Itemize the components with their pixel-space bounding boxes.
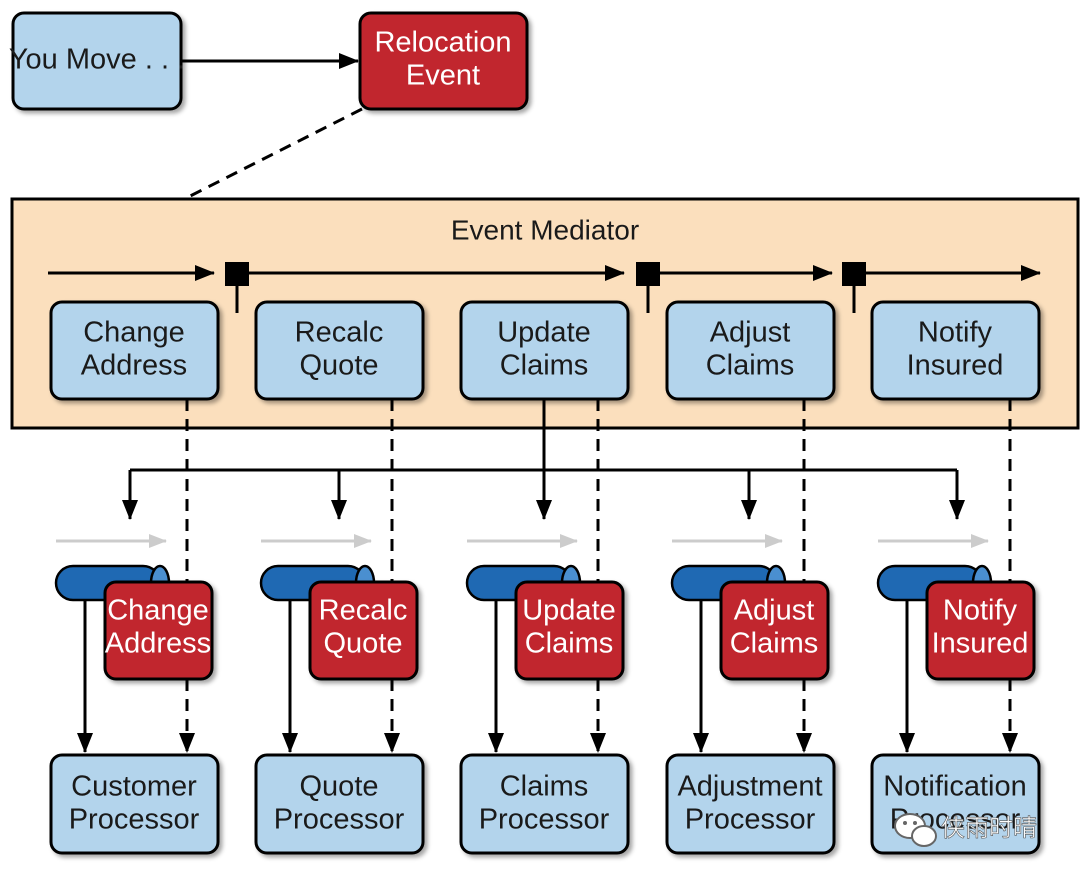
channel-label-line1: Adjust xyxy=(734,595,815,627)
processor-box-quote: Quote Processor xyxy=(254,753,425,855)
step-label-line2: Claims xyxy=(706,350,795,382)
step-label-line2: Quote xyxy=(300,350,379,382)
processor-label-line1: Customer xyxy=(71,771,197,803)
processor-box-adjustment: Adjustment Processor xyxy=(665,753,836,855)
processor-label-line1: Notification xyxy=(883,771,1026,803)
channel-label-line2: Claims xyxy=(730,628,819,660)
step-box-update-claims: Update Claims xyxy=(459,300,630,401)
channel-3: Update Claims xyxy=(465,564,625,681)
step-label-line1: Change xyxy=(83,317,185,349)
channel-label-line2: Claims xyxy=(525,628,614,660)
processor-label-line1: Claims xyxy=(500,771,589,803)
step-box-notify-insured: Notify Insured xyxy=(870,300,1041,401)
channel-label-line2: Insured xyxy=(932,628,1029,660)
step-label-line2: Address xyxy=(81,350,187,382)
step-label-line1: Adjust xyxy=(710,317,791,349)
start-box: You Move . . . xyxy=(9,11,185,111)
watermark: 侠雨时晴 xyxy=(894,813,1037,847)
mediator-flow xyxy=(48,262,1041,313)
step-label-line1: Update xyxy=(497,317,591,349)
start-box-label: You Move . . . xyxy=(9,44,185,76)
step-label-line1: Notify xyxy=(918,317,993,349)
distribution-arrows xyxy=(122,399,965,520)
gate-1 xyxy=(225,262,249,313)
channel-5: Notify Insured xyxy=(876,564,1036,681)
channel-label-line1: Change xyxy=(107,595,209,627)
processor-label-line1: Quote xyxy=(300,771,379,803)
processor-box-claims: Claims Processor xyxy=(459,753,630,855)
processor-box-customer: Customer Processor xyxy=(49,753,220,855)
relocation-event-box: Relocation Event xyxy=(358,11,529,111)
channel-2: Recalc Quote xyxy=(259,564,419,681)
processor-label-line2: Processor xyxy=(685,804,816,836)
step-box-change-address: Change Address xyxy=(49,300,220,401)
relocation-event-line1: Relocation xyxy=(374,27,511,59)
watermark-text: 侠雨时晴 xyxy=(941,814,1037,842)
channel-1: Change Address xyxy=(54,564,214,681)
step-label-line1: Recalc xyxy=(295,317,384,349)
relocation-event-line2: Event xyxy=(406,60,480,92)
step-label-line2: Claims xyxy=(500,350,589,382)
channel-label-line2: Address xyxy=(105,628,211,660)
channel-label-line2: Quote xyxy=(324,628,403,660)
gate-3 xyxy=(842,262,866,313)
event-mediator-title: Event Mediator xyxy=(451,214,639,245)
queue-to-processor-arrows xyxy=(77,600,915,753)
processor-label-line1: Adjustment xyxy=(677,771,822,803)
channel-4: Adjust Claims xyxy=(670,564,830,681)
step-label-line2: Insured xyxy=(907,350,1004,382)
channel-label-line1: Recalc xyxy=(319,595,408,627)
processor-label-line2: Processor xyxy=(69,804,200,836)
channel-label-line1: Notify xyxy=(943,595,1018,627)
processor-label-line2: Processor xyxy=(479,804,610,836)
gate-2 xyxy=(636,262,660,313)
step-box-adjust-claims: Adjust Claims xyxy=(665,300,836,401)
wechat-icon xyxy=(894,813,937,847)
channel-label-line1: Update xyxy=(522,595,616,627)
processor-label-line2: Processor xyxy=(274,804,405,836)
step-box-recalc-quote: Recalc Quote xyxy=(254,300,425,401)
